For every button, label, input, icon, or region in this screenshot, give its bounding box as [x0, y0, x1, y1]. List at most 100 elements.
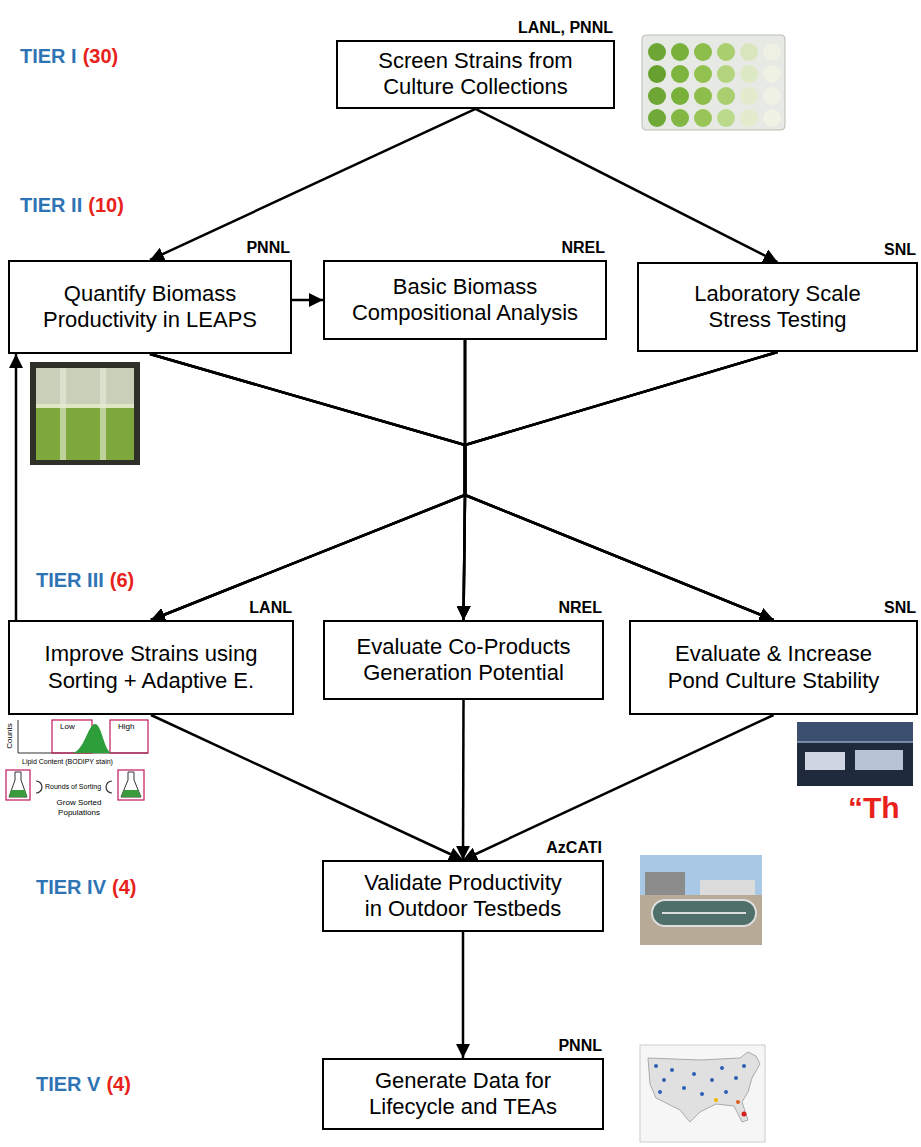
sorting-figure: [6, 720, 148, 800]
illustration-part: [6, 770, 30, 800]
illustration-part: [740, 65, 758, 83]
box-outline: Screen Strains from Culture Collections: [336, 40, 615, 109]
tank-photo: [30, 362, 140, 465]
illustration-part: [717, 87, 735, 105]
illustration-part: [694, 109, 712, 127]
illustration-part: [642, 35, 785, 130]
illustration-part: [121, 772, 141, 797]
strain-count: (4): [106, 1072, 130, 1096]
illustration-part: [742, 1112, 747, 1117]
illustration-part: [645, 872, 685, 895]
process-box: PNNLGenerate Data for Lifecycle and TEAs: [322, 1036, 604, 1130]
lab-name: NREL: [323, 598, 604, 620]
illustration-part: [797, 741, 913, 743]
illustration-part: [797, 722, 913, 786]
illustration-part: [671, 109, 689, 127]
step-text: Basic Biomass Compositional Analysis: [340, 274, 590, 327]
illustration-part: [740, 87, 758, 105]
illustration-part: [717, 65, 735, 83]
illustration-part: [36, 408, 134, 460]
gate-label: Low: [60, 722, 75, 732]
illustration-part: [694, 87, 712, 105]
illustration-part: [805, 752, 845, 770]
illustration-part: [670, 1068, 674, 1072]
process-box: NREL Evaluate Co-Products Generation Pote…: [323, 598, 604, 700]
lab-name: SNL: [637, 240, 918, 262]
tier-name: TIER III: [36, 568, 104, 592]
process-box: PNNLQuantify Biomass Productivity in LEA…: [8, 238, 292, 354]
illustration-part: [662, 1078, 666, 1082]
tier-name: TIER IV: [36, 875, 106, 899]
flow-arrow: [465, 340, 774, 620]
step-text: Laboratory Scale Stress Testing: [675, 281, 880, 334]
flow-arrow: [150, 354, 465, 620]
illustration-part: [671, 65, 689, 83]
step-text: Validate Productivity in Outdoor Testbed…: [356, 870, 571, 923]
box-outline: Quantify Biomass Productivity in LEAPS: [8, 260, 292, 354]
box-outline: Evaluate Co-Products Generation Potentia…: [323, 620, 604, 700]
illustration-part: [671, 43, 689, 61]
box-outline: Evaluate & Increase Pond Culture Stabili…: [629, 620, 918, 715]
illustration-part: [763, 65, 781, 83]
process-box: LANLImprove Strains using Sorting + Adap…: [8, 598, 294, 715]
flow-arrow: [150, 354, 465, 620]
illustration-part: [9, 772, 27, 797]
illustration-part: [717, 43, 735, 61]
illustration-part: [110, 720, 148, 753]
flow-arrow: [150, 354, 774, 620]
illustration-part: [658, 1090, 662, 1094]
illustration-part: [694, 65, 712, 83]
illustration-part: [763, 43, 781, 61]
figure-note: Grow Sorted Populations: [52, 798, 106, 818]
illustration-part: [710, 1078, 714, 1082]
illustration-part: [652, 900, 756, 926]
box-outline: Basic Biomass Compositional Analysis: [323, 260, 607, 340]
process-box: AzCATIValidate Productivity in Outdoor T…: [322, 838, 604, 932]
illustration-part: [36, 368, 134, 408]
illustration-part: [648, 1052, 760, 1122]
box-outline: Validate Productivity in Outdoor Testbed…: [322, 860, 604, 932]
strain-count: (4): [112, 875, 136, 899]
illustration-part: [682, 1086, 686, 1090]
process-box: SNL Laboratory Scale Stress Testing: [637, 240, 918, 352]
lab-name: LANL: [8, 598, 294, 620]
illustration-part: [740, 109, 758, 127]
illustration-part: [640, 855, 762, 945]
illustration-part: [640, 1045, 765, 1142]
step-text: Evaluate Co-Products Generation Potentia…: [344, 634, 584, 687]
axis-label: Lipid Content (BODIPY stain): [22, 757, 113, 767]
process-box: SNLEvaluate & Increase Pond Culture Stab…: [629, 598, 918, 715]
illustration-part: [742, 1064, 746, 1068]
illustration-part: [654, 1064, 658, 1068]
figure-note: Rounds of Sorting: [45, 782, 101, 792]
illustration-part: [60, 368, 66, 460]
tier-name: TIER V: [36, 1072, 100, 1096]
illustration-part: [734, 1076, 738, 1080]
illustration-part: [694, 43, 712, 61]
cut-off-text: “Th: [848, 790, 900, 826]
connector-group: [16, 109, 778, 1058]
illustration-part: [736, 1100, 740, 1104]
illustration-part: [9, 790, 27, 797]
illustration-part: [720, 1066, 724, 1070]
illustration-part: [106, 781, 112, 793]
illustration-part: [100, 368, 106, 460]
illustration-part: [717, 109, 735, 127]
illustration-part: [121, 790, 141, 797]
illustration-part: [714, 1098, 718, 1102]
illustration-part: [648, 65, 666, 83]
box-outline: Laboratory Scale Stress Testing: [637, 262, 918, 352]
flow-arrow: [151, 715, 463, 860]
pond-photo: [797, 722, 913, 786]
flow-arrow: [462, 700, 465, 860]
illustration-part: [671, 87, 689, 105]
well-plate-photo: [642, 35, 785, 130]
illustration-part: [763, 109, 781, 127]
us-map: [640, 1045, 765, 1142]
flow-arrow: [150, 109, 476, 260]
strain-count: (30): [83, 44, 119, 68]
process-box: NRELBasic Biomass Compositional Analysis: [323, 238, 607, 340]
